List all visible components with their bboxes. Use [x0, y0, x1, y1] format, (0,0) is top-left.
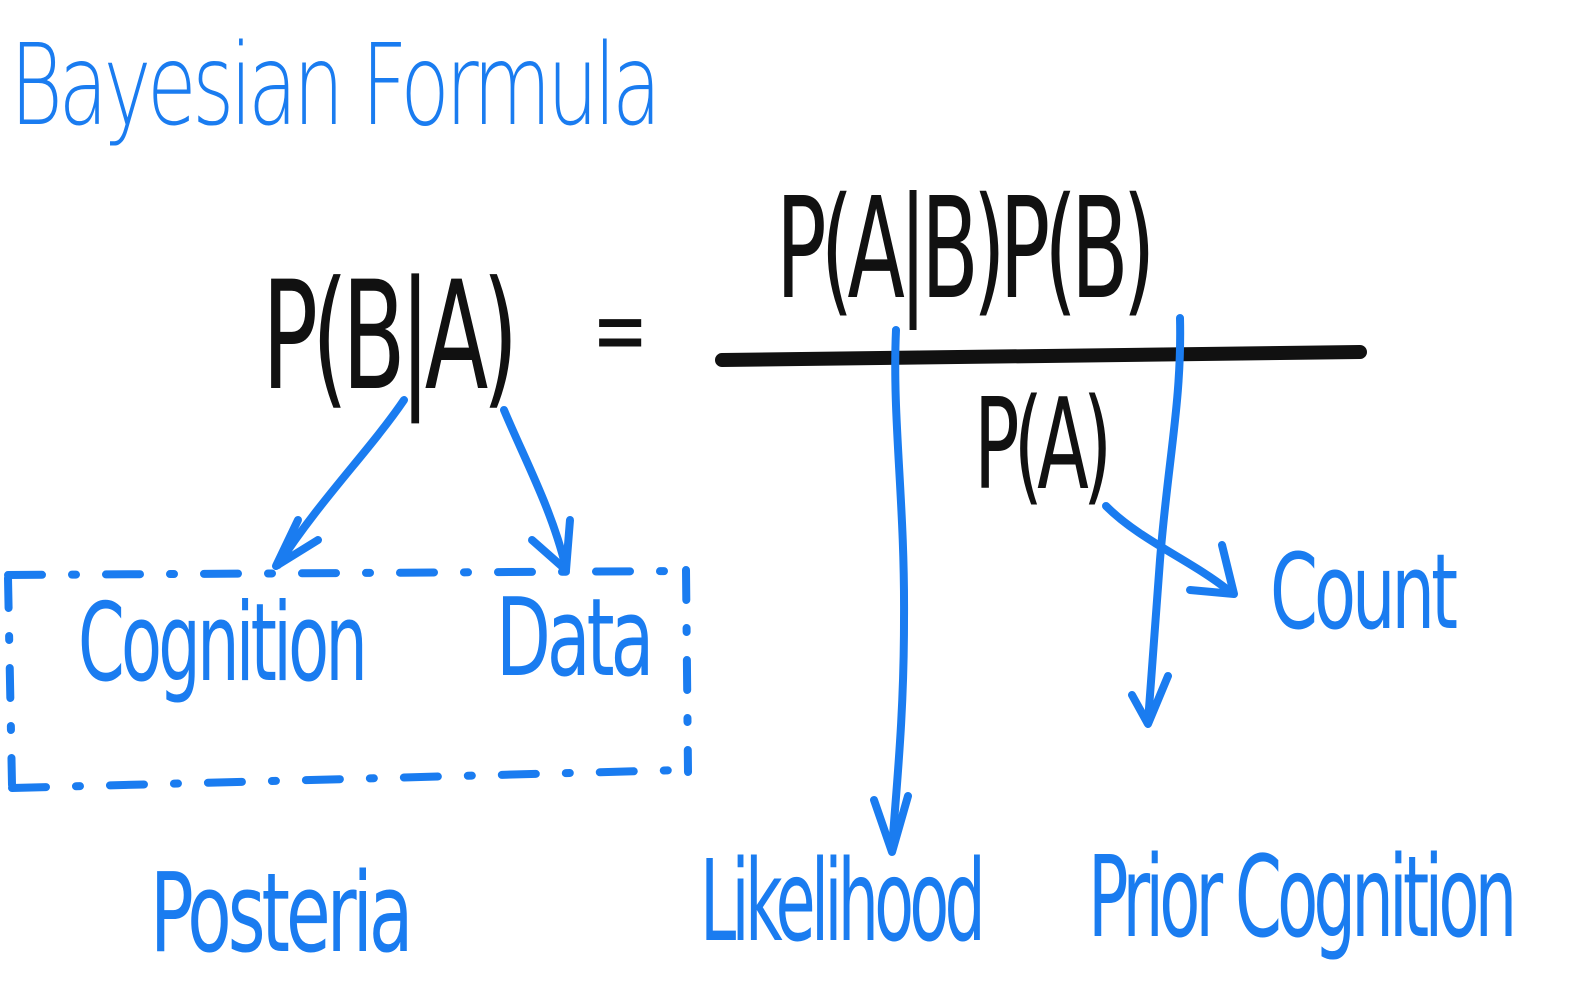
label-posterior: Posteria	[150, 849, 413, 977]
dashed-box-top	[4, 567, 692, 579]
label-data: Data	[496, 576, 654, 701]
formula-equals: =	[592, 274, 649, 386]
arrow-count	[1102, 502, 1232, 594]
fraction-bar	[715, 345, 1367, 367]
arrowhead-prior	[1128, 672, 1172, 728]
formula-denominator: P(A)	[974, 371, 1112, 518]
label-likelihood: Likelihood	[700, 837, 986, 967]
dashed-box-right	[682, 566, 692, 776]
arrow-prior	[1144, 314, 1185, 726]
arrowhead-data	[528, 516, 574, 574]
arrowhead-cognition	[272, 516, 322, 570]
formula-lhs: P(B|A)	[262, 250, 518, 424]
arrow-a-to-data	[500, 406, 570, 572]
arrow-likelihood	[888, 326, 909, 854]
label-count: Count	[1270, 531, 1458, 653]
label-prior-cognition: Prior Cognition	[1088, 833, 1517, 963]
dashed-box-left	[4, 574, 16, 789]
formula-numerator: P(A|B)P(B)	[776, 168, 1155, 331]
arrow-b-to-cognition	[274, 396, 408, 569]
dashed-box-bottom	[8, 766, 686, 792]
diagram-title: Bayesian Formula	[10, 21, 661, 151]
arrowhead-count	[1186, 541, 1238, 598]
label-cognition: Cognition	[78, 581, 368, 706]
arrowhead-likelihood	[870, 792, 912, 856]
